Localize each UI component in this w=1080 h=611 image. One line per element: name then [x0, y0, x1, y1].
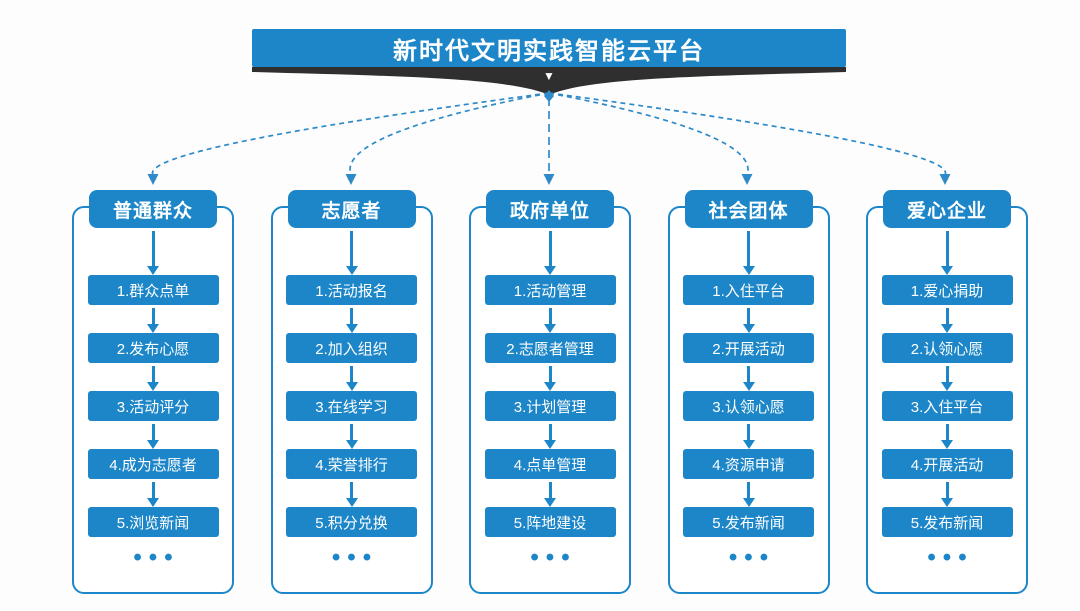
- arrowhead-icon: [939, 174, 951, 185]
- ellipsis-dots: •••: [728, 544, 776, 571]
- step-box: 3.在线学习: [286, 391, 417, 421]
- arrowhead-icon: [741, 174, 753, 185]
- step-box: 4.荣誉排行: [286, 449, 417, 479]
- column-header: 政府单位: [486, 190, 614, 228]
- step-box: 5.发布新闻: [881, 507, 1013, 537]
- step-box: 3.活动评分: [87, 391, 219, 421]
- step-box: 2.加入组织: [286, 333, 417, 363]
- down-arrow-icon: [866, 363, 1028, 391]
- step-box: 3.认领心愿: [683, 391, 814, 421]
- down-arrow-icon: [668, 228, 830, 275]
- down-arrow-icon: [72, 305, 234, 333]
- down-arrow-icon: [271, 305, 433, 333]
- down-arrow-icon: [271, 421, 433, 449]
- arrowhead-icon: [543, 174, 555, 185]
- step-box: 1.活动报名: [286, 275, 417, 305]
- down-arrow-icon: [469, 363, 631, 391]
- down-arrow-icon: [72, 479, 234, 507]
- down-arrow-icon: [469, 228, 631, 275]
- down-arrow-icon: [866, 421, 1028, 449]
- connector-line: [548, 92, 749, 176]
- column-header: 爱心企业: [883, 190, 1011, 228]
- step-box: 1.群众点单: [87, 275, 219, 305]
- role-columns: 普通群众 1.群众点单 2.发布心愿 3.活动评分 4.成为志愿者 5.浏览新闻…: [72, 190, 1028, 594]
- ellipsis-dots: •••: [331, 544, 379, 571]
- column-volunteers: 志愿者 1.活动报名 2.加入组织 3.在线学习 4.荣誉排行 5.积分兑换 •…: [270, 190, 433, 594]
- column-charity-enterprises: 爱心企业 1.爱心捐助 2.认领心愿 3.入住平台 4.开展活动 5.发布新闻 …: [866, 190, 1028, 594]
- down-caret-icon: ▼: [543, 69, 555, 83]
- down-arrow-icon: [469, 421, 631, 449]
- step-box: 4.开展活动: [881, 449, 1013, 479]
- ellipsis-dots: •••: [133, 544, 180, 571]
- column-header: 普通群众: [89, 190, 217, 228]
- step-box: 1.爱心捐助: [881, 275, 1013, 305]
- step-box: 2.发布心愿: [87, 333, 219, 363]
- column-government-units: 政府单位 1.活动管理 2.志愿者管理 3.计划管理 4.点单管理 5.阵地建设…: [469, 190, 631, 594]
- step-box: 5.积分兑换: [286, 507, 417, 537]
- down-arrow-icon: [271, 479, 433, 507]
- down-arrow-icon: [72, 228, 234, 275]
- fan-source-marker: [544, 90, 554, 102]
- down-arrow-icon: [72, 363, 234, 391]
- down-arrow-icon: [668, 305, 830, 333]
- down-arrow-icon: [866, 305, 1028, 333]
- step-box: 5.阵地建设: [484, 507, 616, 537]
- step-box: 1.活动管理: [484, 275, 616, 305]
- platform-title-banner: 新时代文明实践智能云平台: [252, 29, 846, 67]
- step-box: 4.成为志愿者: [87, 449, 219, 479]
- connector-line: [151, 92, 550, 176]
- down-arrow-icon: [469, 305, 631, 333]
- step-box: 2.志愿者管理: [484, 333, 616, 363]
- title-ribbon-shape: [252, 67, 846, 95]
- down-arrow-icon: [271, 363, 433, 391]
- down-arrow-icon: [668, 479, 830, 507]
- ellipsis-dots: •••: [530, 544, 577, 571]
- step-box: 3.入住平台: [881, 391, 1013, 421]
- down-arrow-icon: [866, 479, 1028, 507]
- down-arrow-icon: [72, 421, 234, 449]
- arrowhead-icon: [147, 174, 159, 185]
- step-box: 2.开展活动: [683, 333, 814, 363]
- step-box: 4.资源申请: [683, 449, 814, 479]
- step-box: 2.认领心愿: [881, 333, 1013, 363]
- ellipsis-dots: •••: [927, 544, 974, 571]
- column-header: 志愿者: [287, 190, 416, 228]
- arrowhead-icon: [345, 174, 357, 185]
- down-arrow-icon: [271, 228, 433, 275]
- column-social-groups: 社会团体 1.入住平台 2.开展活动 3.认领心愿 4.资源申请 5.发布新闻 …: [667, 190, 830, 594]
- step-box: 5.浏览新闻: [87, 507, 219, 537]
- ribbon-path: [252, 67, 846, 95]
- down-arrow-icon: [469, 479, 631, 507]
- down-arrow-icon: [866, 228, 1028, 275]
- column-header: 社会团体: [684, 190, 813, 228]
- down-arrow-icon: [668, 421, 830, 449]
- connector-fan: [147, 90, 951, 185]
- connector-line: [349, 92, 550, 176]
- down-arrow-icon: [668, 363, 830, 391]
- step-box: 5.发布新闻: [683, 507, 814, 537]
- connector-line: [548, 92, 947, 176]
- step-box: 4.点单管理: [484, 449, 616, 479]
- column-ordinary-people: 普通群众 1.群众点单 2.发布心愿 3.活动评分 4.成为志愿者 5.浏览新闻…: [72, 190, 234, 594]
- step-box: 3.计划管理: [484, 391, 616, 421]
- step-box: 1.入住平台: [683, 275, 814, 305]
